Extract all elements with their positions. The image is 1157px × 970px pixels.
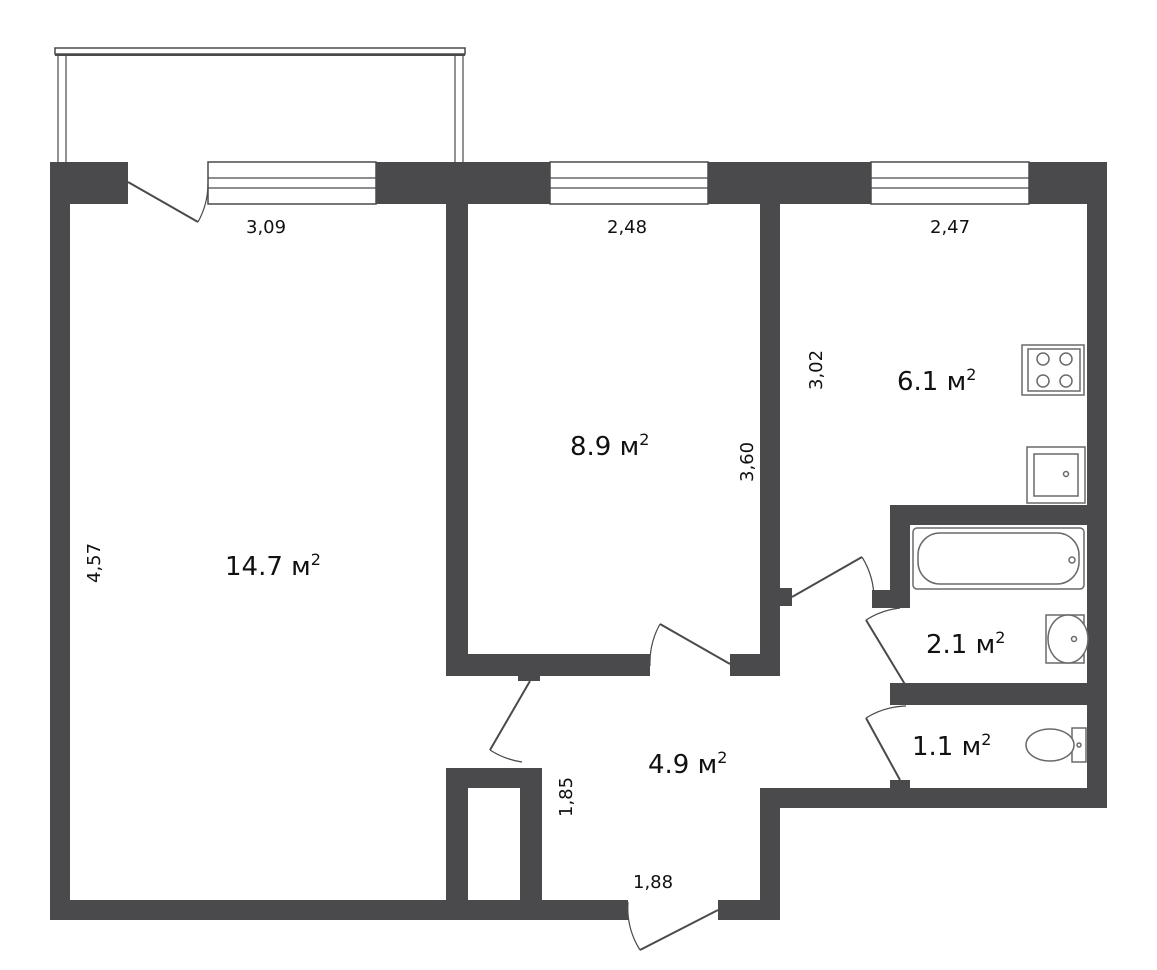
dimension-hall-width: 1,88 (633, 872, 673, 893)
area-label-bedroom: 8.9 м2 (570, 430, 649, 462)
dimension-living-depth: 4,57 (84, 543, 105, 583)
area-label-hall: 4.9 м2 (648, 748, 727, 780)
stove-icon (1021, 344, 1085, 396)
area-label-kitchen: 6.1 м2 (897, 365, 976, 397)
dimension-kitchen-depth: 3,02 (806, 350, 827, 390)
windows (207, 161, 1030, 205)
toilet-icon (1025, 727, 1087, 763)
room-labels: 14.7 м2 8.9 м2 6.1 м2 4.9 м2 2.1 м2 1.1 … (225, 365, 1005, 780)
area-label-toilet: 1.1 м2 (912, 730, 991, 762)
doors (127, 181, 907, 951)
fixtures (912, 344, 1089, 763)
dimension-living-width: 3,09 (246, 217, 286, 238)
washbasin-icon (1045, 614, 1089, 664)
area-label-living: 14.7 м2 (225, 550, 321, 582)
balcony (54, 47, 466, 163)
dimension-bedroom-depth: 3,60 (737, 442, 758, 482)
dimension-bedroom-width: 2,48 (607, 217, 647, 238)
dimension-hall-depth: 1,85 (556, 777, 577, 817)
bathtub-icon (912, 527, 1085, 590)
sink-icon (1026, 446, 1086, 504)
dimension-kitchen-width: 2,47 (930, 217, 970, 238)
walls (50, 162, 1107, 920)
dimension-labels: 3,09 2,48 2,47 3,02 3,60 4,57 1,85 1,88 (84, 217, 970, 893)
area-label-bathroom: 2.1 м2 (926, 628, 1005, 660)
